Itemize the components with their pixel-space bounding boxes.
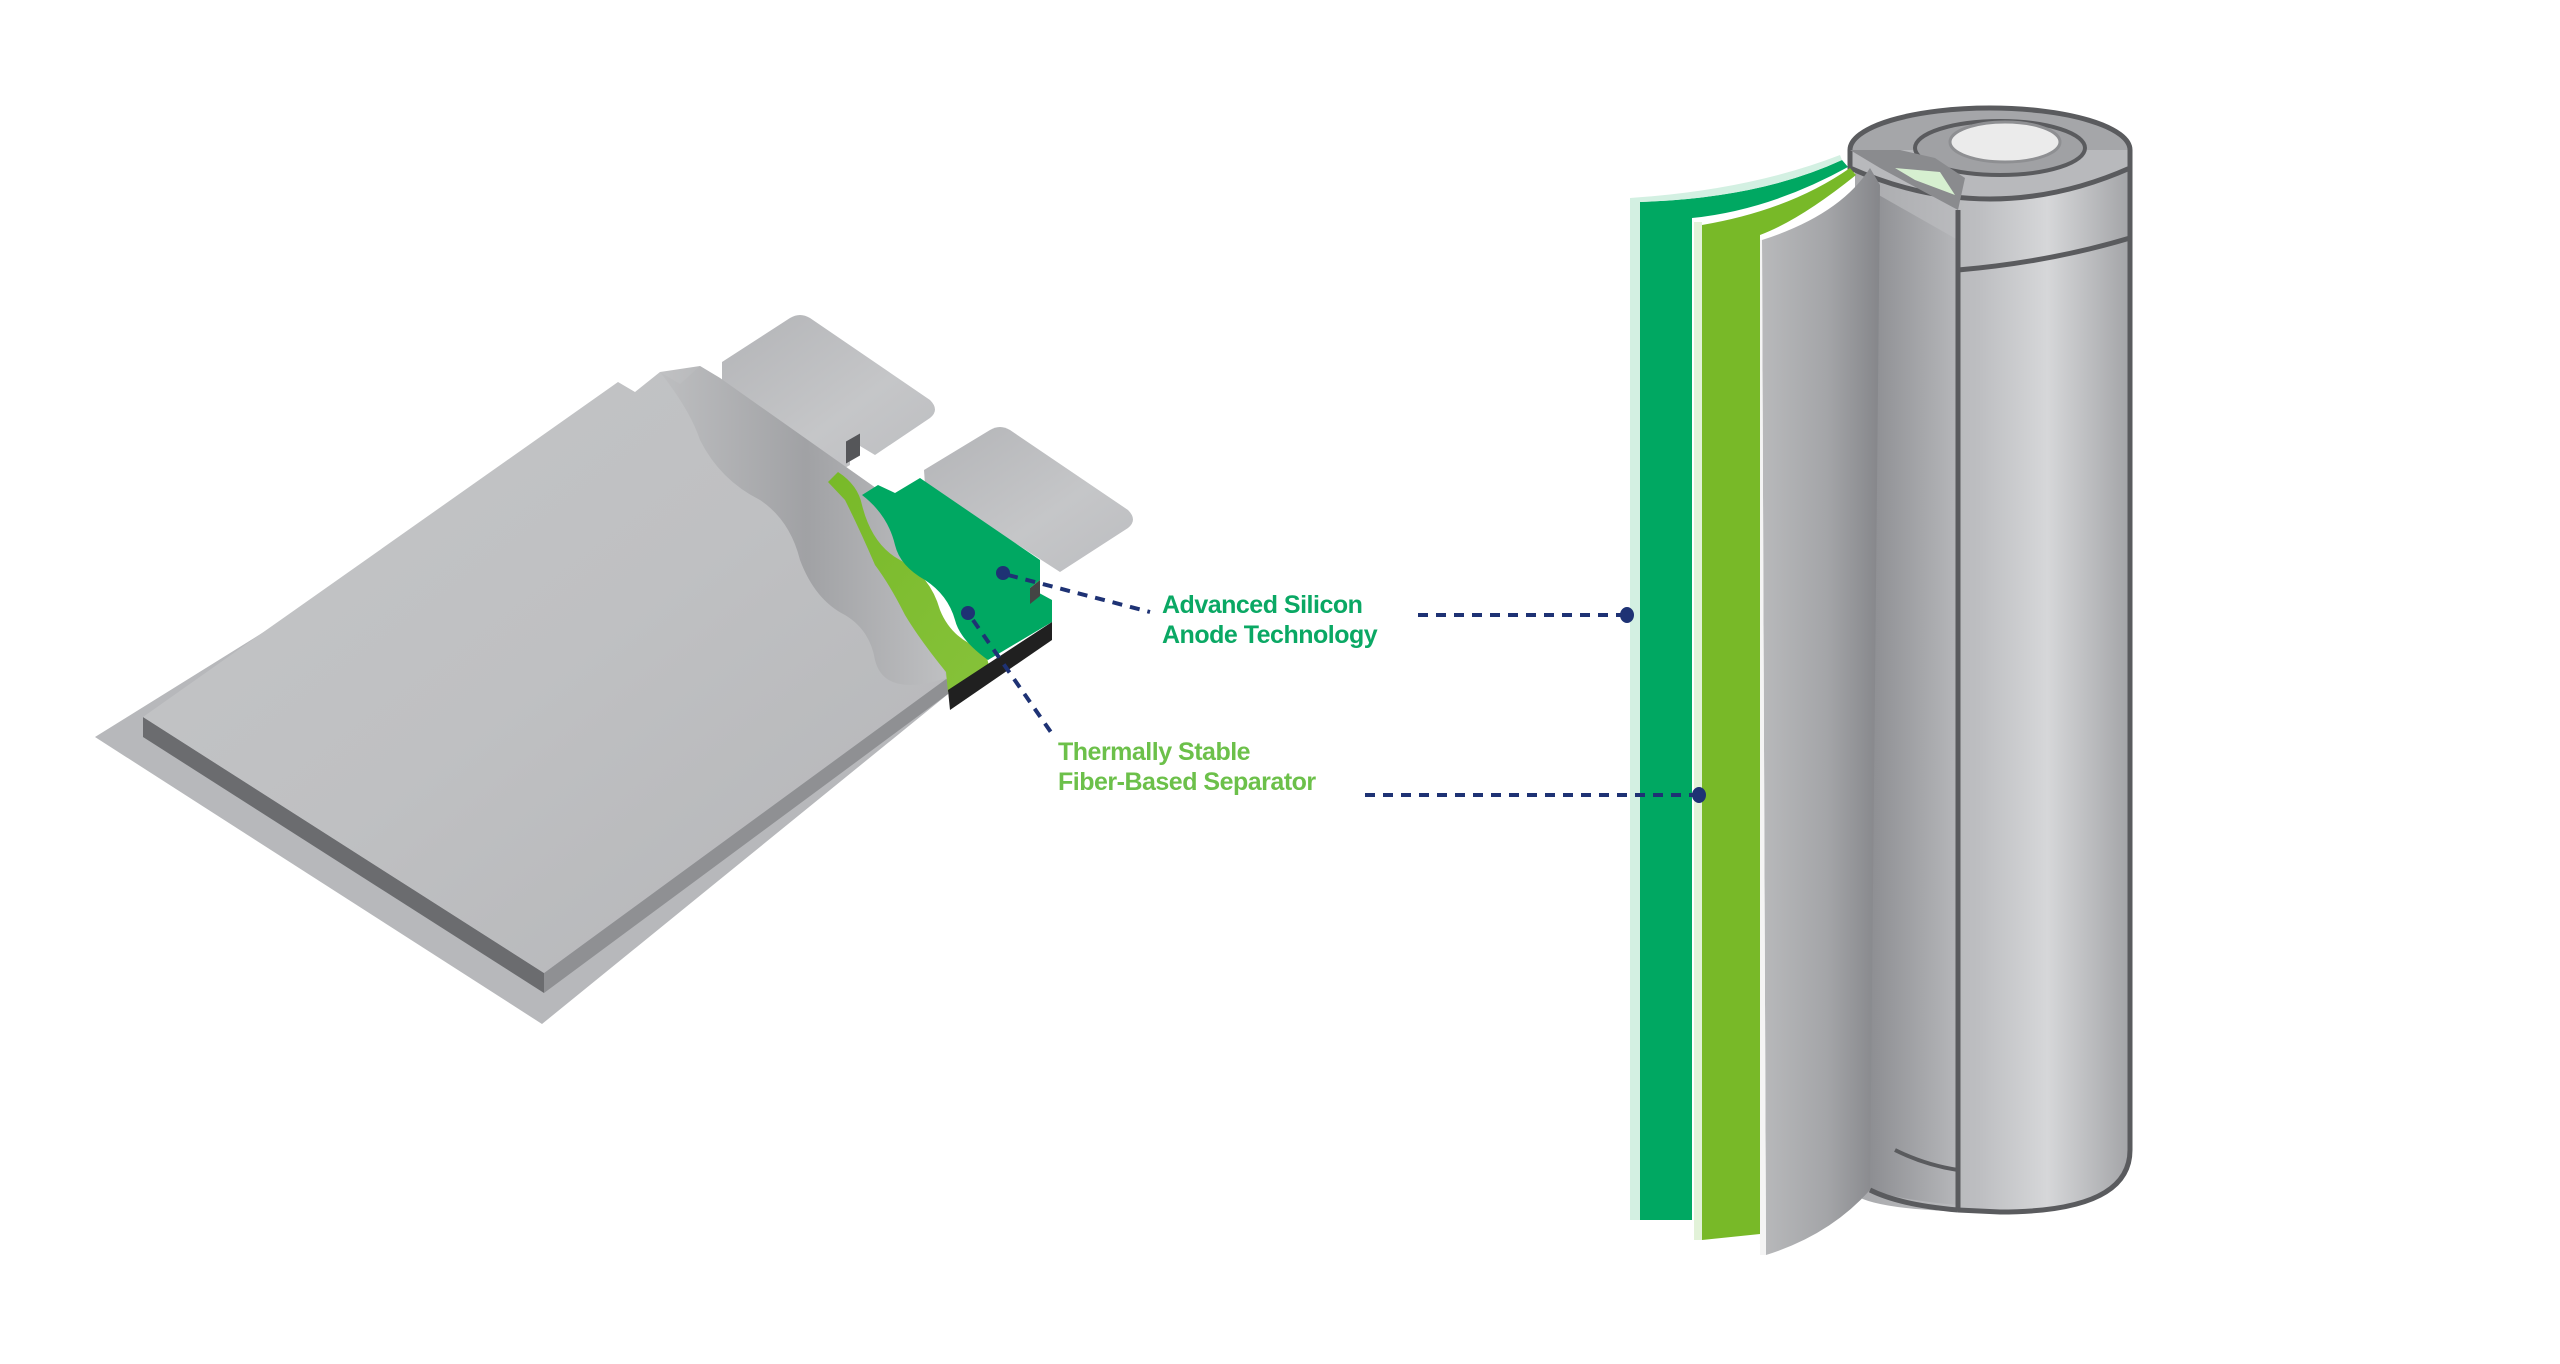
roll-band bbox=[1957, 235, 2131, 273]
positive-terminal bbox=[1948, 120, 2062, 164]
separator-layer-cyl bbox=[1702, 168, 1856, 1240]
callout-separator-label: Thermally Stable Fiber-Based Separator bbox=[1058, 737, 1316, 797]
callout-anode-line-2: Anode Technology bbox=[1162, 621, 1378, 649]
tab-negative-gap bbox=[846, 433, 860, 464]
callout-anode-line-1: Advanced Silicon bbox=[1162, 591, 1363, 619]
dot-separator-pouch bbox=[961, 606, 975, 620]
pouch-cell bbox=[95, 315, 1133, 1024]
cap-notch-glow bbox=[1895, 168, 1955, 195]
separator-halo bbox=[1694, 222, 1702, 1240]
anode-layer-pouch bbox=[862, 478, 1052, 660]
cap-notch bbox=[1850, 150, 1965, 210]
dot-anode-cyl bbox=[1620, 607, 1634, 623]
pouch-side-right bbox=[544, 674, 948, 993]
inner-winding bbox=[1870, 190, 1958, 1205]
peeled-casing bbox=[660, 366, 952, 690]
terminal-edge bbox=[948, 622, 1052, 710]
callout-separator-line-1: Thermally Stable bbox=[1058, 738, 1251, 766]
separator-layer-pouch bbox=[828, 472, 990, 692]
leader-anode-pouch bbox=[1007, 573, 1151, 614]
callout-separator-line-2: Fiber-Based Separator bbox=[1058, 768, 1316, 796]
dot-anode-pouch bbox=[996, 566, 1010, 580]
inner-winding-curve bbox=[1894, 1148, 1959, 1172]
roll-outline bbox=[1868, 168, 2133, 1215]
pouch-top-face bbox=[143, 366, 953, 973]
callout-anode-label: Advanced Silicon Anode Technology bbox=[1162, 590, 1378, 650]
dot-separator-cyl bbox=[1692, 787, 1706, 803]
tab-positive bbox=[924, 427, 1133, 572]
callout-leaders bbox=[971, 573, 1698, 797]
sheet-casing bbox=[1762, 168, 1880, 1255]
callout-dots bbox=[961, 566, 1706, 803]
cylindrical-cell bbox=[1630, 105, 2133, 1255]
leader-separator-pouch bbox=[971, 618, 1057, 740]
terminal-notch bbox=[1030, 580, 1040, 604]
tab-negative bbox=[722, 315, 935, 472]
anode-layer-cyl bbox=[1640, 160, 1848, 1220]
pouch-side-left bbox=[143, 717, 544, 993]
